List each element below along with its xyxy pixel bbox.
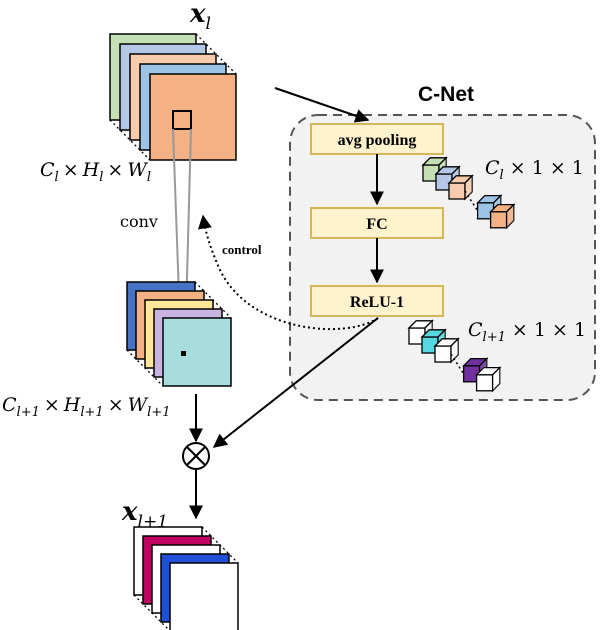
relu-vector-gap xyxy=(450,353,465,375)
output-depth-edge-top xyxy=(201,526,239,564)
input-feature-map-stack xyxy=(109,33,237,161)
output-var: x xyxy=(121,497,138,527)
mid-dims-h: H xyxy=(63,394,81,416)
output-layer-4 xyxy=(169,562,239,630)
avg-vector-cube-4-front xyxy=(489,211,508,229)
relu-vector-cube-2 xyxy=(433,337,460,364)
relu-vector-cube-2-front xyxy=(434,345,452,363)
cnet-region xyxy=(289,114,596,401)
relu-vector-cube-4 xyxy=(475,366,502,393)
mid-depth-edge-top xyxy=(194,281,232,319)
mid-dims-w-sub: l+1 xyxy=(147,405,170,420)
output-feature-map-stack xyxy=(133,526,239,630)
input-layer-4 xyxy=(149,73,237,161)
avg-pooling-label: avg pooling xyxy=(338,132,417,149)
relu-vector-c: C xyxy=(468,319,483,341)
avg-vector-cube-2 xyxy=(447,174,474,201)
relu-label: ReLU-1 xyxy=(350,294,404,311)
multiply-cross-b xyxy=(186,446,206,466)
avg-pooling-vector-cubes xyxy=(421,156,516,230)
input-var: x xyxy=(189,0,206,29)
relu-vector-cube-4-side xyxy=(491,366,501,393)
input-tensor-label: xl xyxy=(189,0,211,34)
mid-dims-times-2: × xyxy=(108,394,124,416)
relu-vector-cube-2-side xyxy=(450,337,459,364)
conv-label: conv xyxy=(120,212,158,231)
mid-dims-times-1: × xyxy=(44,394,60,416)
conv-output-pixel xyxy=(181,351,186,356)
relu-vector-c-sub: l+1 xyxy=(483,330,506,345)
input-dims-h-sub: l xyxy=(99,170,103,185)
input-dims-times-1: × xyxy=(63,159,79,181)
fc-label: FC xyxy=(366,216,387,233)
input-to-cnet-arrow xyxy=(274,87,370,123)
input-dims-times-2: × xyxy=(107,159,123,181)
avg-vector-cube-4-side xyxy=(505,203,515,230)
input-dims-c: C xyxy=(40,159,55,181)
relu-vector-cubes xyxy=(407,319,502,393)
relu-to-multiply-arrow xyxy=(212,317,379,448)
input-sub: l xyxy=(206,14,211,34)
cnet-title: C-Net xyxy=(418,83,474,106)
control-label: control xyxy=(222,242,262,257)
avg-vector-c: C xyxy=(485,157,500,179)
input-dims-label: Cl×Hl×Wl xyxy=(40,159,151,185)
mid-depth-edge-bottom xyxy=(126,349,164,387)
conv-kernel-window xyxy=(172,110,192,130)
output-depth-edge-bottom xyxy=(133,594,170,630)
mid-dims-c-sub: l+1 xyxy=(17,405,40,420)
fc-block xyxy=(310,207,444,239)
avg-vector-cube-2-front xyxy=(448,182,466,200)
input-dims-h: H xyxy=(82,159,100,181)
mid-dims-c: C xyxy=(2,394,17,416)
mid-feature-map-stack xyxy=(126,281,232,387)
input-dims-w-sub: l xyxy=(147,170,151,185)
avg-vector-cube-2-side xyxy=(464,174,473,201)
avg-vector-cube-4 xyxy=(489,203,516,230)
input-dims-w: W xyxy=(127,159,148,181)
avg-vector-gap xyxy=(464,190,479,212)
mid-layer-4 xyxy=(162,317,232,387)
mid-dims-h-sub: l+1 xyxy=(80,405,103,420)
relu-block xyxy=(310,285,444,317)
avg-vector-rest: × 1 × 1 xyxy=(504,157,584,179)
relu-vector-dims-label: Cl+1 × 1 × 1 xyxy=(468,319,586,345)
relu-vector-cube-4-front xyxy=(475,374,494,392)
avg-vector-c-sub: l xyxy=(500,168,504,183)
mid-dims-w: W xyxy=(128,394,149,416)
input-dims-c-sub: l xyxy=(55,170,59,185)
avg-vector-dims-label: Cl × 1 × 1 xyxy=(485,157,584,183)
mid-dims-label: Cl+1×Hl+1×Wl+1 xyxy=(2,394,170,420)
relu-vector-rest: × 1 × 1 xyxy=(506,319,586,341)
